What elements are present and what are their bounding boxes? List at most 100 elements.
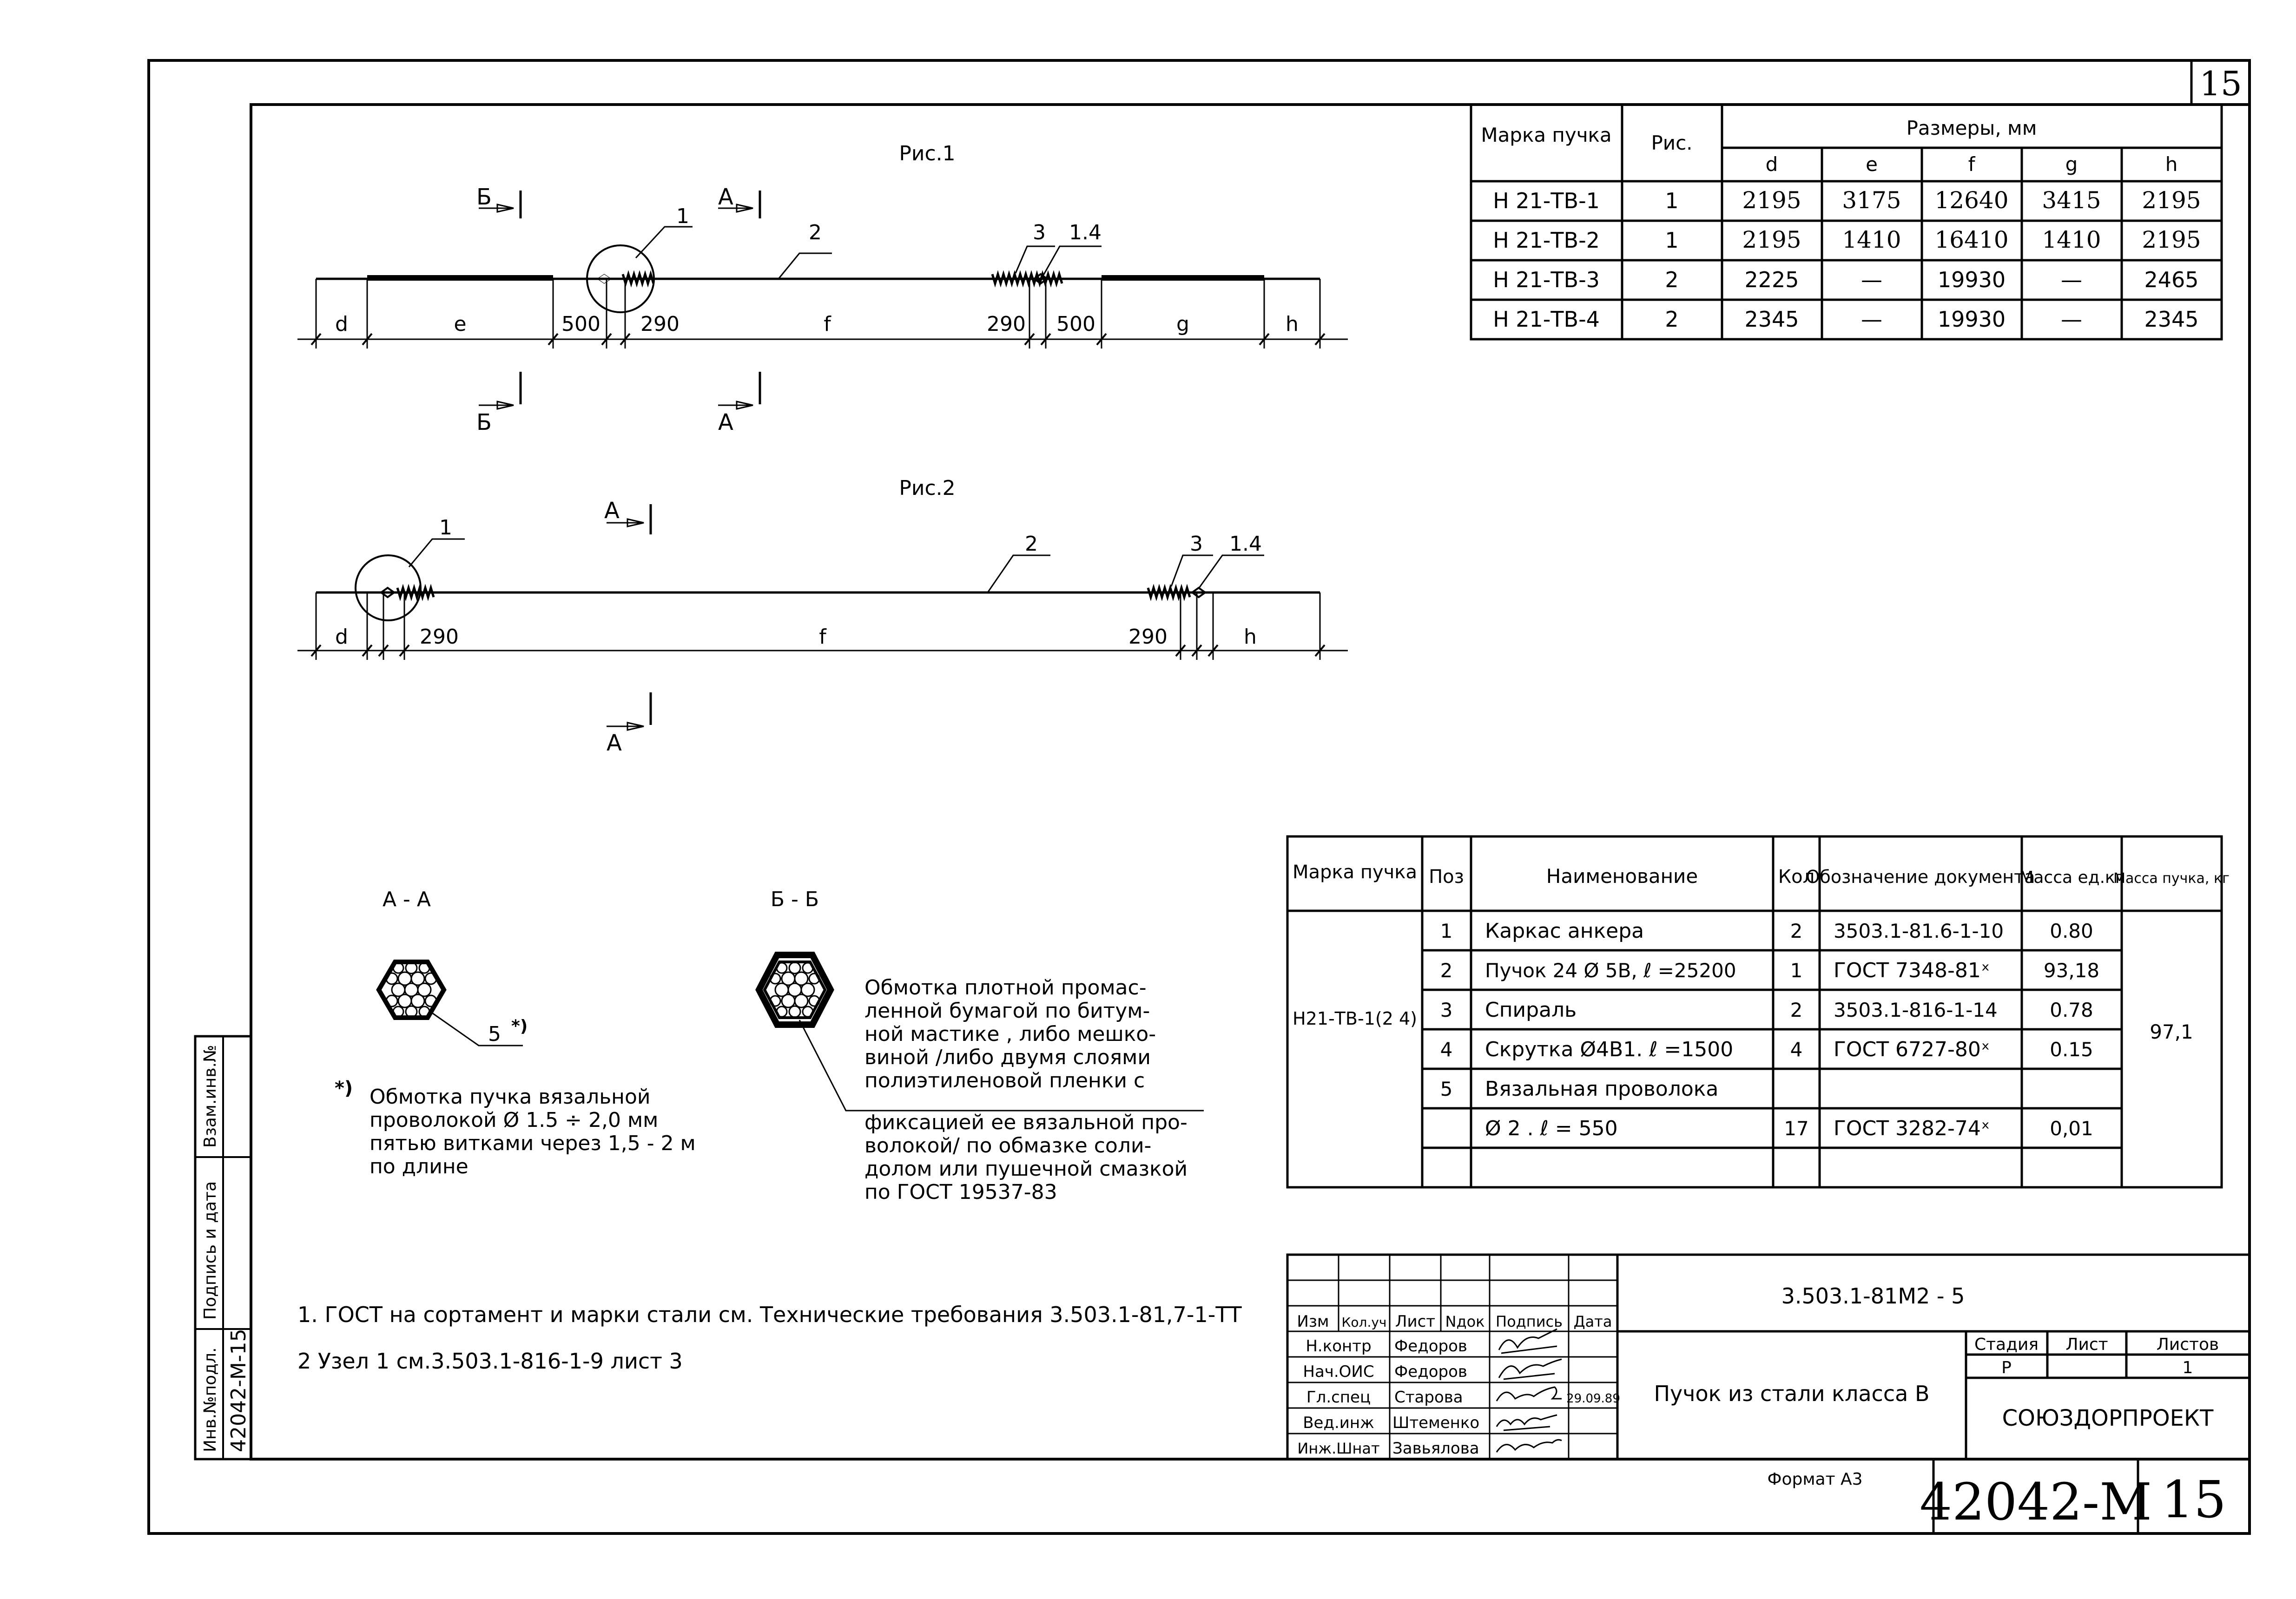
section-aa-callout: 5 [488, 1022, 501, 1046]
list-item: Н.контр Федоров [1306, 1337, 1467, 1356]
fig1-cut-b-bottom: Б [476, 409, 492, 435]
spec-cell: 2 [1790, 999, 1803, 1021]
tb-role: Н.контр [1306, 1337, 1371, 1356]
tb-person: Федоров [1394, 1337, 1467, 1356]
spec-cell: 5 [1440, 1078, 1453, 1100]
tb-sheet-label: Лист [2065, 1335, 2108, 1354]
fig1-dim-h: h [1286, 312, 1299, 336]
spec-header-mark: Марка пучка [1293, 862, 1417, 883]
spec-cell: 0,01 [2050, 1117, 2093, 1140]
general-note-2: 2 Узел 1 см.3.503.1-816-1-9 лист 3 [297, 1349, 683, 1374]
section-bb-note-4: виной /либо двумя слоями [864, 1046, 1151, 1069]
dim-cell: Н 21-ТВ-2 [1493, 228, 1600, 253]
section-bb-note-8: долом или пушечной смазкой [864, 1157, 1188, 1181]
dim-cell: 3175 [1842, 187, 1901, 214]
fig1-callout-2: 2 [809, 221, 822, 244]
fig2-title: Рис.2 [899, 476, 955, 500]
sheet-number-big: 15 [2161, 1470, 2226, 1529]
table-row: 5 Вязальная проволока [1440, 1077, 1719, 1101]
spec-cell: 3503.1-816-1-14 [1834, 999, 1998, 1021]
dim-cell: 12640 [1934, 187, 2008, 214]
side-stamp-replace-inv: Взам.инв.№ [201, 1045, 220, 1148]
dim-sub-h: h [2165, 153, 2178, 176]
dim-sub-g: g [2065, 153, 2078, 176]
spec-cell: 0.78 [2050, 999, 2093, 1021]
tb-person: Федоров [1394, 1362, 1467, 1381]
fig2-dim-290a: 290 [420, 625, 459, 649]
spec-header-qty: Кол [1778, 866, 1814, 888]
side-stamp: Взам.инв.№ Подпись и дата Инв.№подл. 420… [194, 1035, 252, 1461]
section-aa-note-3: пятью витками через 1,5 - 2 м [369, 1132, 696, 1155]
dim-header-fig: Рис. [1651, 132, 1692, 154]
table-row: 1 Каркас анкера 2 3503.1-81.6-1-10 0.80 [1440, 919, 2093, 943]
dimension-table: Марка пучка Рис. Размеры, мм d e f g h Н… [1470, 103, 2223, 341]
dim-header-mark: Марка пучка [1481, 124, 1611, 146]
dim-cell: 2 [1665, 307, 1678, 332]
table-row: 4 Скрутка Ø4В1. ℓ =1500 4 ГОСТ 6727-80ˣ … [1440, 1038, 2093, 1061]
spec-cell: ГОСТ 6727-80ˣ [1834, 1038, 1990, 1061]
dim-cell: 2195 [1742, 187, 1801, 214]
sheet-number-top: 15 [2199, 64, 2242, 103]
tb-organization: СОЮЗДОРПРОЕКТ [2002, 1405, 2214, 1431]
table-row: 2 Пучок 24 Ø 5В, ℓ =25200 1 ГОСТ 7348-81… [1440, 959, 2099, 982]
fig2-callout-3: 3 [1190, 532, 1203, 556]
signatures [1496, 1328, 1562, 1453]
tb-header-list: Лист [1395, 1312, 1435, 1331]
figure-1: Рис.1 1 2 3 1.4 Б Б А А [297, 142, 1348, 435]
section-b-b: Б - Б Обмотка плотной промас- ленной бум… [755, 888, 1204, 1204]
spec-cell: 4 [1440, 1038, 1453, 1061]
dim-cell: 2345 [1744, 307, 1799, 332]
section-bb-note-7: волокой/ по обмазке соли- [864, 1134, 1151, 1158]
spec-cell: Вязальная проволока [1485, 1077, 1718, 1101]
spec-header-doc: Обозначение документа [1806, 867, 2035, 887]
tb-role: Гл.спец [1306, 1388, 1371, 1407]
dim-cell: 1 [1665, 228, 1678, 253]
tb-role: Вед.инж [1303, 1414, 1374, 1432]
fig1-dim-500b: 500 [1056, 312, 1095, 336]
section-bb-note-9: по ГОСТ 19537-83 [864, 1180, 1057, 1204]
dim-sub-e: e [1866, 153, 1878, 176]
section-bb-title: Б - Б [771, 888, 819, 911]
list-item: Нач.ОИС Федоров [1303, 1362, 1467, 1381]
fig2-dim-290b: 290 [1128, 625, 1168, 649]
fig1-dim-d: d [335, 312, 348, 336]
spec-mark: Н21-ТВ-1(2 4) [1293, 1008, 1417, 1029]
section-aa-note-mark: *) [335, 1078, 353, 1099]
tb-code: 3.503.1-81М2 - 5 [1781, 1283, 1965, 1309]
dim-cell: Н 21-ТВ-4 [1493, 307, 1600, 332]
fig1-dim-290b: 290 [987, 312, 1026, 336]
dim-cell: 3415 [2042, 187, 2101, 214]
format-label: Формат А3 [1767, 1470, 1862, 1489]
dim-cell: 19930 [1938, 267, 2006, 292]
spec-cell: 17 [1784, 1117, 1808, 1140]
fig2-callout-1: 1 [439, 516, 452, 540]
section-aa-title: А - А [383, 888, 431, 911]
list-item: Гл.спец Старова 29.09.89 [1306, 1388, 1620, 1407]
fig1-cut-a-top: А [718, 184, 733, 210]
node-1-circle [586, 244, 655, 313]
fig2-dim-h: h [1244, 625, 1257, 649]
general-note-1: 1. ГОСТ на сортамент и марки стали см. Т… [297, 1302, 1242, 1327]
dim-cell: — [1861, 307, 1882, 332]
side-stamp-original-inv: Инв.№подл. [201, 1348, 220, 1452]
side-stamp-signature-date: Подпись и дата [201, 1181, 220, 1320]
spec-cell: 3503.1-81.6-1-10 [1834, 920, 2004, 942]
dim-sub-d: d [1766, 153, 1778, 176]
dim-cell: 1410 [2042, 226, 2101, 253]
fig2-callout-4: 1.4 [1229, 532, 1262, 556]
dim-sub-f: f [1968, 153, 1976, 176]
spec-cell: Скрутка Ø4В1. ℓ =1500 [1485, 1038, 1733, 1061]
dim-cell: 16410 [1934, 226, 2008, 253]
fig1-callout-1: 1 [676, 204, 689, 228]
dim-cell: 1 [1665, 188, 1678, 213]
section-bb-note-2: ленной бумагой по битум- [864, 999, 1150, 1023]
specification-table: Марка пучка Поз Наименование Кол Обознач… [1286, 835, 2230, 1189]
tb-header-izm: Изм [1297, 1312, 1329, 1331]
fig1-cut-b-top: Б [476, 184, 492, 210]
fig1-dim-290a: 290 [640, 312, 680, 336]
tb-header-sign: Подпись [1496, 1313, 1563, 1330]
spec-cell: 1 [1440, 920, 1453, 942]
tb-date: 29.09.89 [1566, 1392, 1620, 1406]
inv-number-big: 42042-М [1920, 1472, 2152, 1532]
tb-sheets: 1 [2183, 1358, 2193, 1377]
